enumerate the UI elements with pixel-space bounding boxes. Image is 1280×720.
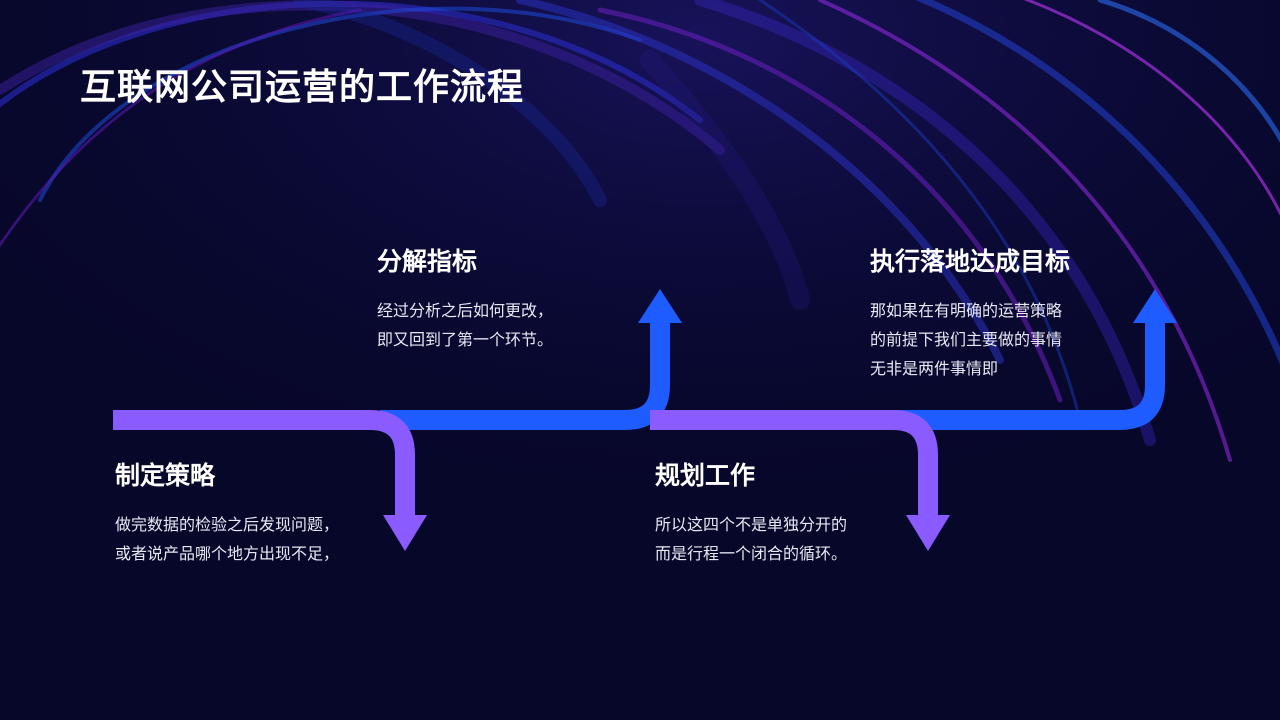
step-decompose-metrics: 分解指标 经过分析之后如何更改， 即又回到了第一个环节。 (377, 242, 677, 354)
down-arrow-icon (906, 515, 950, 551)
up-arrow-icon (638, 289, 682, 323)
step-execute-goal: 执行落地达成目标 那如果在有明确的运营策略 的前提下我们主要做的事情 无非是两件… (870, 242, 1170, 383)
step-description: 那如果在有明确的运营策略 的前提下我们主要做的事情 无非是两件事情即 (870, 301, 1063, 378)
page-title: 互联网公司运营的工作流程 (80, 67, 525, 108)
step-strategy: 制定策略 做完数据的检验之后发现问题， 或者说产品哪个地方出现不足， (115, 456, 415, 568)
step-title: 分解指标 (377, 247, 478, 276)
step-description: 经过分析之后如何更改， 即又回到了第一个环节。 (377, 301, 554, 349)
step-title: 规划工作 (655, 461, 756, 490)
step-description: 所以这四个不是单独分开的 而是行程一个闭合的循环。 (655, 515, 848, 563)
step-title: 制定策略 (115, 461, 216, 490)
up-arrow-icon (1133, 289, 1177, 323)
step-plan-work: 规划工作 所以这四个不是单独分开的 而是行程一个闭合的循环。 (655, 456, 955, 568)
step-description: 做完数据的检验之后发现问题， 或者说产品哪个地方出现不足， (115, 515, 340, 563)
flow-connector-blue-2 (880, 320, 1165, 430)
flow-connector-purple-1 (113, 410, 415, 518)
flow-connector-purple-2 (650, 410, 938, 518)
down-arrow-icon (383, 515, 427, 551)
step-title: 执行落地达成目标 (870, 247, 1071, 276)
